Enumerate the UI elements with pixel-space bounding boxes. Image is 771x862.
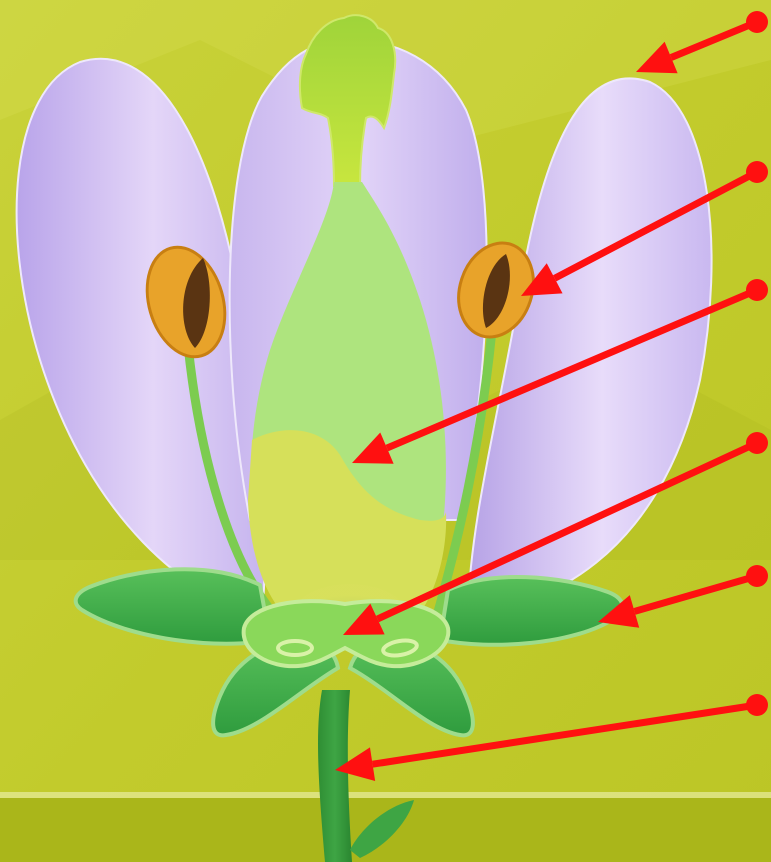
pointer-sepal-dot [746, 565, 768, 587]
pointer-receptacle-dot [746, 432, 768, 454]
stem [318, 690, 352, 862]
pointer-ovary-wall-dot [746, 279, 768, 301]
pointer-anther-dot [746, 161, 768, 183]
footer-divider [0, 792, 771, 798]
pointer-petal-dot [746, 11, 768, 33]
pointer-stem-dot [746, 694, 768, 716]
